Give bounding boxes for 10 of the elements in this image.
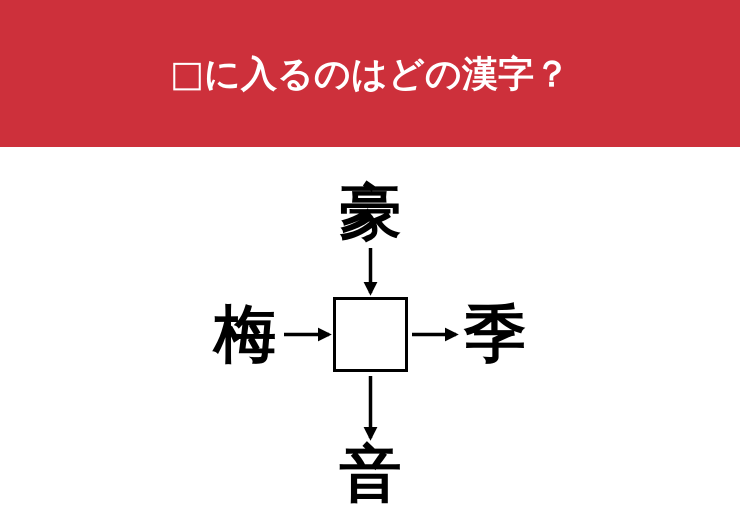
- arrow: [412, 328, 459, 342]
- kanji-character: 梅: [210, 302, 280, 367]
- title: □に入るのはどの漢字？: [170, 54, 570, 95]
- kanji-character: 季: [460, 302, 530, 367]
- arrow: [284, 328, 332, 342]
- kanji-character: 音: [335, 442, 406, 506]
- blank-box: [333, 297, 408, 372]
- kanji-character: 豪: [335, 180, 406, 244]
- arrow: [364, 248, 378, 296]
- arrow: [364, 376, 378, 441]
